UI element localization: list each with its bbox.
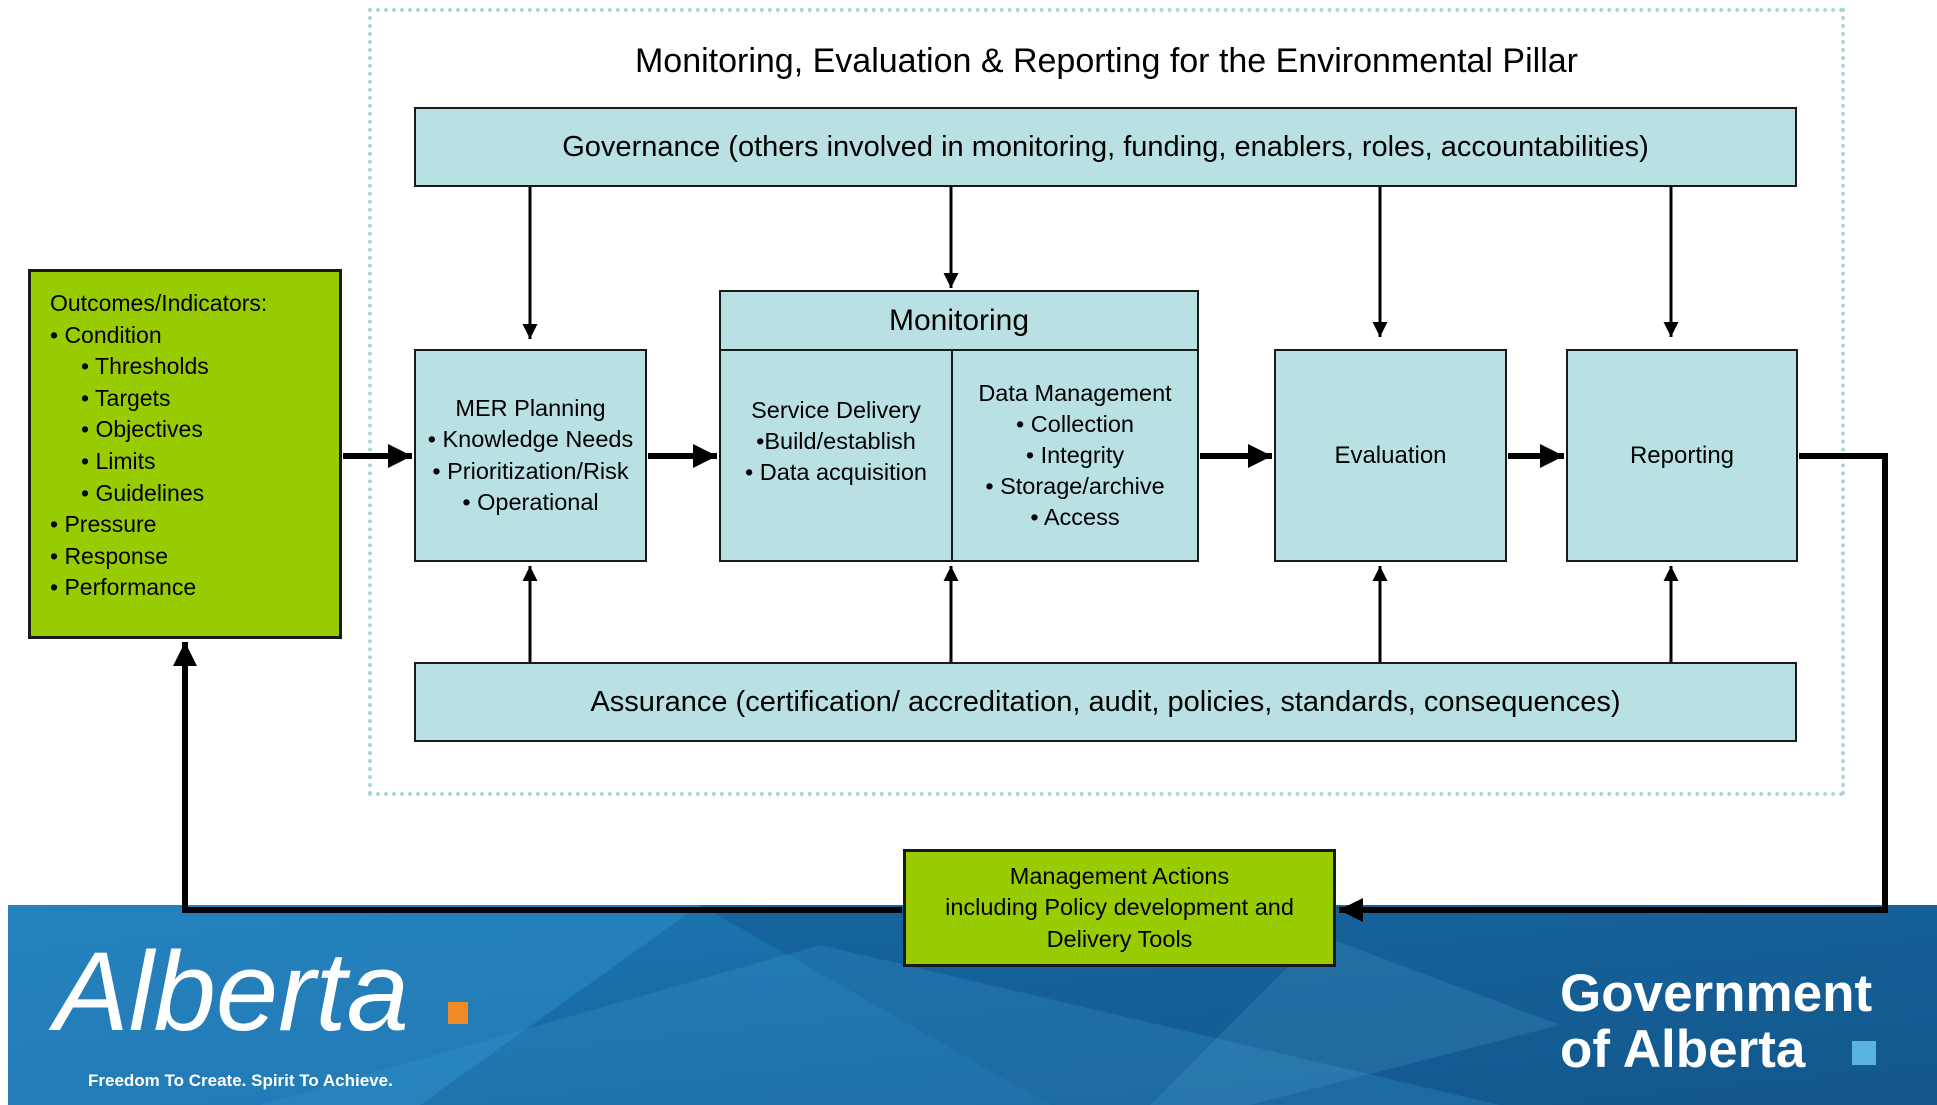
assurance-box: Assurance (certification/ accreditation,… xyxy=(414,662,1797,742)
outcomes-indicators-box: Outcomes/Indicators: • Condition • Thres… xyxy=(28,269,342,639)
mer-framework-frame xyxy=(368,8,1845,796)
alberta-logo-text: Alberta xyxy=(48,932,409,1054)
management-actions-to-outcomes-arrow xyxy=(173,642,902,913)
mer-planning-item-prioritization: • Prioritization/Risk xyxy=(432,457,629,484)
mer-planning-item-operational: • Operational xyxy=(462,488,599,515)
reporting-box: Reporting xyxy=(1566,349,1798,562)
outcome-item-condition: • Condition xyxy=(50,321,162,348)
outcome-item-performance: • Performance xyxy=(50,574,197,601)
management-actions-line-3: Delivery Tools xyxy=(1046,925,1193,952)
data-management-item-collection: • Collection xyxy=(1016,410,1134,437)
banner-mid-wedge xyxy=(260,945,1500,1105)
outcome-item-limits: • Limits xyxy=(81,447,156,474)
service-delivery-title: Service Delivery xyxy=(751,397,921,423)
banner-light-wedge xyxy=(8,905,700,1105)
government-line-2: of Alberta xyxy=(1560,1020,1806,1079)
mer-planning-box: MER Planning • Knowledge Needs • Priorit… xyxy=(414,349,647,562)
data-management-title: Data Management xyxy=(978,379,1172,406)
service-delivery-box: Service Delivery •Build/establish • Data… xyxy=(719,349,953,562)
data-management-item-access: • Access xyxy=(1030,504,1120,531)
banner-glint xyxy=(1150,935,1560,1105)
evaluation-box: Evaluation xyxy=(1274,349,1507,562)
outcomes-heading: Outcomes/Indicators: xyxy=(50,290,268,316)
diagram-title: Monitoring, Evaluation & Reporting for t… xyxy=(634,41,1579,80)
outcome-item-thresholds: • Thresholds xyxy=(81,353,209,380)
government-line-1: Government xyxy=(1560,964,1873,1023)
outcome-item-objectives: • Objectives xyxy=(81,416,203,443)
monitoring-header: Monitoring xyxy=(719,290,1199,351)
outcome-item-pressure: • Pressure xyxy=(50,511,157,538)
service-delivery-item-acquisition: • Data acquisition xyxy=(745,459,927,486)
data-management-item-storage: • Storage/archive xyxy=(985,473,1165,499)
outcome-item-targets: • Targets xyxy=(81,384,171,411)
alberta-logo-script: Alberta xyxy=(48,929,468,1054)
logo-orange-square xyxy=(448,1002,468,1024)
mer-planning-title: MER Planning xyxy=(455,395,606,422)
alberta-logo: Alberta xyxy=(48,929,488,1060)
service-delivery-item-build: •Build/establish xyxy=(756,428,916,455)
outcome-item-response: • Response xyxy=(50,542,169,569)
governance-box: Governance (others involved in monitorin… xyxy=(414,107,1797,187)
management-actions-box: Management Actions including Policy deve… xyxy=(903,849,1336,967)
wordmark-blue-square xyxy=(1852,1041,1876,1065)
management-actions-line-1: Management Actions xyxy=(1009,863,1230,890)
footer-tagline: Freedom To Create. Spirit To Achieve. xyxy=(88,1071,393,1090)
mer-planning-item-knowledge-needs: • Knowledge Needs xyxy=(427,426,634,453)
outcome-item-guidelines: • Guidelines xyxy=(81,479,205,506)
government-of-alberta-wordmark: Government of Alberta xyxy=(1560,966,1900,1086)
data-management-item-integrity: • Integrity xyxy=(1025,441,1125,468)
management-actions-line-2: including Policy development and xyxy=(945,894,1294,921)
reporting-to-management-actions-arrow xyxy=(1339,453,1888,922)
data-management-box: Data Management • Collection • Integrity… xyxy=(951,349,1199,562)
